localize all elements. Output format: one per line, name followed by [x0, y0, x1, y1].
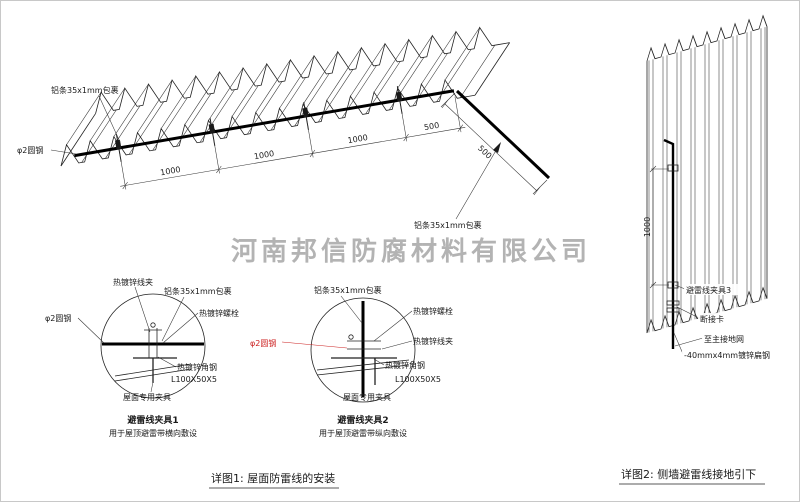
to-ground-label: 至主接地网 [704, 334, 744, 344]
company-watermark: 河南邦信防腐材料有限公司 [231, 237, 591, 267]
detail1-subtitle: 用于屋顶避雷带横向敷设 [109, 428, 197, 438]
corrugated-wall [646, 14, 768, 334]
angle-size-label: L100X50X5 [395, 375, 441, 384]
wire-clip-label: 热镀锌线夹 [413, 336, 453, 346]
wall-dimension [649, 165, 669, 289]
dimension-label: 500 [423, 121, 440, 132]
wall-clamp-label: 避雷线夹具3 [686, 285, 731, 295]
dimension-label: 500 [476, 144, 493, 161]
figure1-caption: 详图1: 屋面防雷线的安装 [211, 471, 335, 485]
angle-size-label: L100X50X5 [171, 375, 217, 384]
roof-left-edge [60, 113, 96, 167]
angle-steel-label: 热镀锌角钢 [385, 360, 425, 370]
downlead-wire [663, 138, 675, 349]
roof-isometric-drawing: 1000 1000 1000 500 [57, 22, 511, 190]
roof-right-edge [474, 42, 510, 96]
disconnect-card-icon [666, 300, 680, 306]
round-steel-label: φ2圆钢 [45, 313, 71, 323]
wire-clip-label: 热镀锌线夹 [113, 277, 153, 287]
aluminum-strip-label: 铝条35x1mm包裹 [314, 285, 382, 295]
dimension-label: 1000 [347, 133, 369, 145]
disconnect-card-icon [666, 307, 680, 313]
leader-arrow [493, 142, 501, 153]
detail-clamp-2: 铝条35x1mm包裹 热镀锌螺栓 φ2圆钢 热镀锌线夹 热镀锌角钢 L100X5… [250, 285, 453, 438]
detail2-title: 避雷线夹具2 [337, 414, 388, 426]
round-steel-label: φ2圆钢 [250, 338, 276, 348]
wall-clamp-icon [667, 164, 679, 172]
roof-dimension-chain [119, 96, 466, 190]
dimension-label: 1000 [643, 217, 652, 237]
detail1-title: 避雷线夹具1 [127, 414, 178, 426]
lightning-wire [74, 89, 455, 158]
wall-drawing: 1000 避雷线夹具3 断接卡 至主接地网 -40mmx4mm镀锌扁钢 [643, 14, 789, 360]
disconnect-card-label: 断接卡 [700, 314, 724, 324]
bolt-label: 热镀锌螺栓 [413, 306, 453, 316]
slope-dimension [440, 92, 548, 196]
roof-labels: 铝条35x1mm包裹 φ2圆钢 铝条35x1mm包裹 [17, 85, 501, 230]
bolt-label: 热镀锌螺栓 [199, 308, 239, 318]
roof-fixture-label: 屋面专用夹具 [123, 392, 171, 402]
detail-clamp-1: 热镀锌线夹 铝条35x1mm包裹 热镀锌螺栓 φ2圆钢 热镀锌角钢 L100X5… [45, 277, 239, 438]
flat-steel-label: -40mmx4mm镀锌扁钢 [684, 350, 770, 360]
aluminum-strip-label: 铝条35x1mm包裹 [414, 220, 482, 230]
aluminum-strip-label: 铝条35x1mm包裹 [164, 286, 232, 296]
detail2-subtitle: 用于屋顶避雷带纵向敷设 [319, 428, 407, 438]
roof-wire-downlead: 500 [440, 89, 551, 196]
angle-steel-label: 热镀锌角钢 [177, 362, 217, 372]
bolt-icon [150, 322, 156, 328]
dimension-label: 1000 [253, 149, 275, 161]
figure2-caption: 详图2: 侧墙避雷线接地引下 [621, 467, 756, 481]
leader-lines [281, 295, 413, 366]
round-steel-label: φ2圆钢 [17, 145, 43, 155]
leader-lines [673, 284, 704, 355]
roof-fixture-label: 屋面专用夹具 [343, 392, 391, 402]
dimension-label: 1000 [160, 165, 182, 177]
bolt-icon [348, 334, 354, 340]
aluminum-strip-label: 铝条35x1mm包裹 [51, 85, 119, 95]
leader-lines [77, 286, 199, 393]
